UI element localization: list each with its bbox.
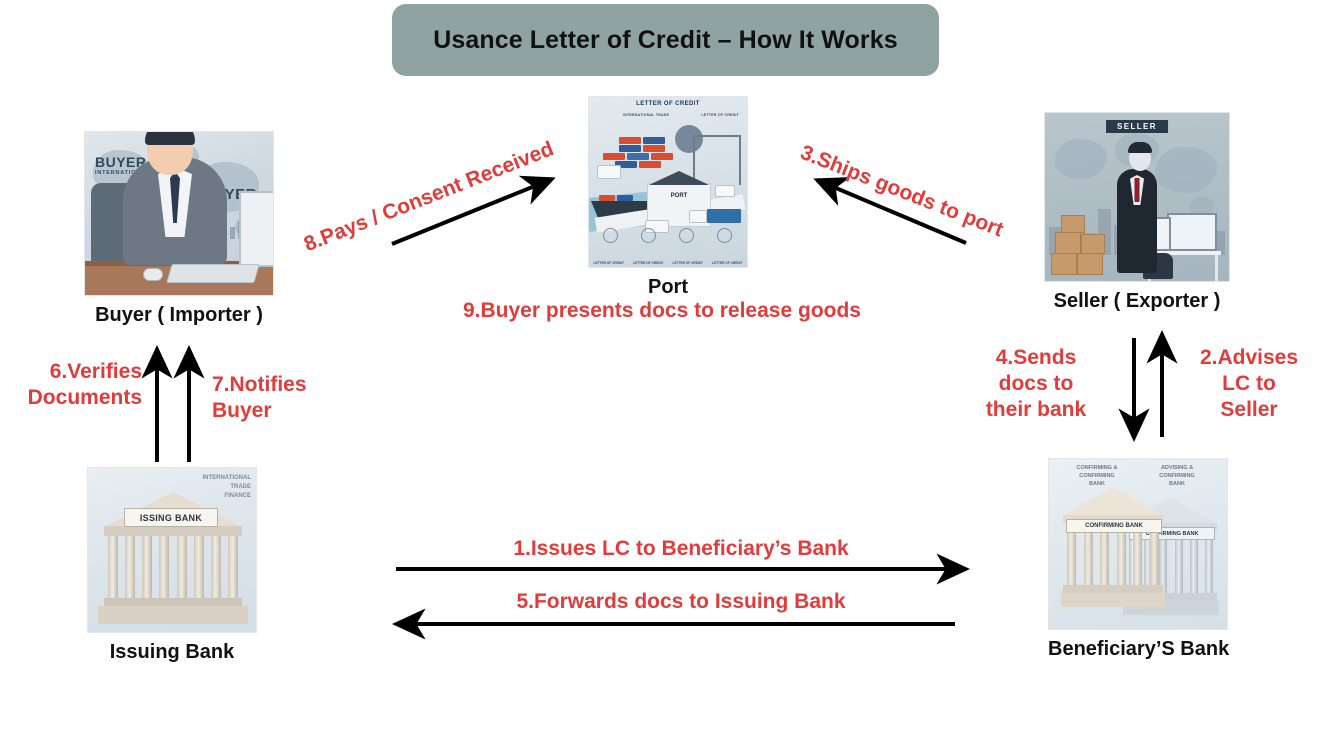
seller-label: Seller ( Exporter ) [1053, 290, 1221, 312]
buyer-figure [123, 157, 227, 265]
truck-shape [597, 165, 621, 179]
truck-shape [689, 210, 707, 223]
port-footer-item: LETTER OF CREDIT [672, 261, 703, 265]
beneficiary-bank-label: Beneficiary’S Bank [1048, 638, 1230, 660]
badge-icon [679, 228, 694, 243]
port-building-label: PORT [670, 193, 688, 199]
seller-figure [1117, 169, 1157, 273]
port-illustration: LETTER OF CREDIT INTERNATIONAL TRADE LET… [588, 96, 748, 268]
beneficiary-bank-note-right: ADVISING & CONFIRMING BANK [1159, 465, 1195, 487]
tie-shape [170, 171, 180, 223]
step-label-4: 4.Sends docs to their bank [985, 346, 1087, 421]
step-label-5: 5.Forwards docs to Issuing Bank [516, 590, 846, 613]
mouse-shape [143, 268, 163, 281]
beneficiary-bank-sign-left: CONFIRMING BANK [1066, 519, 1162, 533]
node-buyer[interactable]: BUYER INTERNATIONAL TRADE BUYER Buyer ( … [84, 131, 274, 327]
page-title: Usance Letter of Credit – How It Works [433, 25, 898, 54]
tie-shape [1134, 178, 1140, 202]
port-image-header: LETTER OF CREDIT [636, 101, 700, 107]
beneficiary-bank-note-left: CONFIRMING & CONFIRMING BANK [1076, 465, 1118, 487]
badge-icon [717, 228, 732, 243]
buyer-image-text-topleft: BUYER [95, 154, 147, 170]
beneficiary-bank-illustration: CONFIRMING & CONFIRMING BANK ADVISING & … [1048, 458, 1228, 630]
bank-building-shape: ISSING BANK [98, 492, 248, 624]
keyboard-shape [166, 264, 260, 283]
step-label-7: 7.Notifies Buyer [212, 373, 307, 422]
buyer-illustration: BUYER INTERNATIONAL TRADE BUYER [84, 131, 274, 296]
hair-shape [1128, 142, 1152, 153]
step-label-2: 2.Advises LC to Seller [1199, 346, 1299, 421]
globe-icon [675, 125, 703, 153]
badge-icon [641, 228, 656, 243]
monitor-shape [1167, 213, 1217, 251]
hair-shape [145, 132, 195, 145]
crane-shape [693, 135, 741, 185]
arrow-step-3 [813, 177, 967, 245]
truck-shape [715, 185, 735, 197]
node-port[interactable]: LETTER OF CREDIT INTERNATIONAL TRADE LET… [588, 96, 748, 299]
issuing-bank-label: Issuing Bank [109, 641, 235, 663]
node-issuing-bank[interactable]: INTERNATIONAL TRADE FINANCE ISSING BANK … [87, 467, 257, 664]
diagram-title-banner: Usance Letter of Credit – How It Works [392, 4, 939, 76]
seller-illustration: SELLER [1044, 112, 1230, 282]
node-beneficiary-bank[interactable]: CONFIRMING & CONFIRMING BANK ADVISING & … [1048, 458, 1230, 661]
port-label: Port [648, 276, 688, 298]
seller-image-tag: SELLER [1106, 120, 1168, 133]
port-footer-item: LETTER OF CREDIT [633, 261, 664, 265]
step-label-9: 9.Buyer presents docs to release goods [463, 299, 861, 322]
issuing-bank-sign: ISSING BANK [124, 508, 218, 527]
arrow-step-8 [391, 175, 556, 246]
step-label-1: 1.Issues LC to Beneficiary’s Bank [513, 537, 849, 560]
port-image-footer: LETTER OF CREDIT LETTER OF CREDIT LETTER… [589, 261, 747, 265]
step-label-6: 6.Verifies Documents [27, 360, 142, 409]
node-seller[interactable]: SELLER Seller ( Exporter ) [1044, 112, 1230, 313]
port-footer-item: LETTER OF CREDIT [593, 261, 624, 265]
badge-icon [603, 228, 618, 243]
port-footer-item: LETTER OF CREDIT [712, 261, 743, 265]
bank-building-shape: CONFIRMING BANK [1061, 487, 1165, 607]
cardboard-boxes-shape [1051, 215, 1111, 275]
world-map-backdrop [1045, 113, 1229, 281]
issuing-bank-illustration: INTERNATIONAL TRADE FINANCE ISSING BANK [87, 467, 257, 633]
port-image-text-left: INTERNATIONAL TRADE [623, 113, 670, 117]
port-image-text-right: LETTER OF CREDIT [701, 113, 739, 117]
buyer-label: Buyer ( Importer ) [95, 304, 263, 326]
issuing-bank-corner-text: INTERNATIONAL TRADE FINANCE [202, 475, 251, 499]
monitor-shape [239, 191, 273, 267]
